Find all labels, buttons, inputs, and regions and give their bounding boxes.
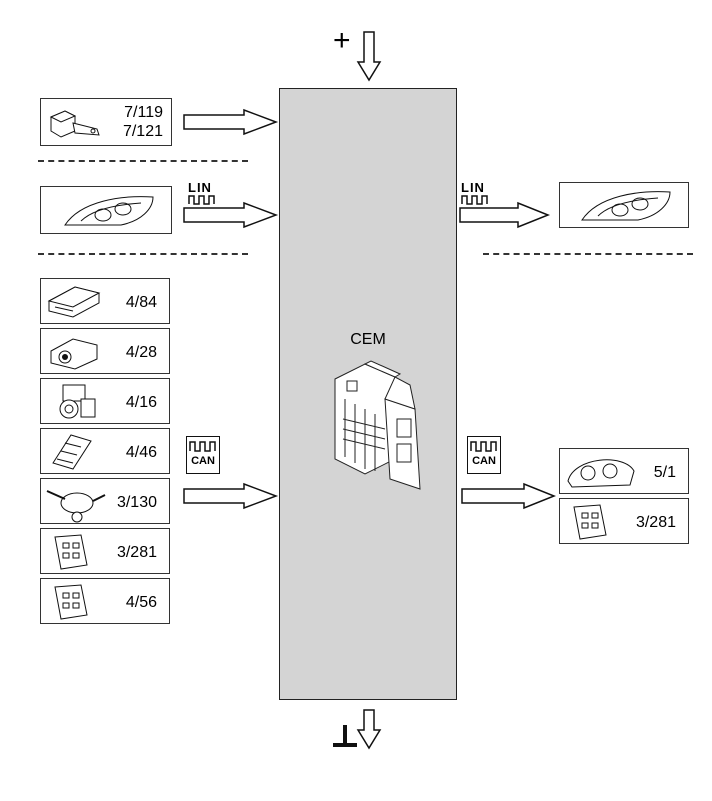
can-left-wave	[189, 441, 216, 452]
module-label: 3/130	[116, 493, 157, 511]
can-left-badge: CAN	[186, 436, 220, 474]
ground-out-arrow	[356, 709, 382, 750]
module-label: 4/16	[125, 393, 157, 411]
lin-left-wave	[188, 195, 215, 205]
module-box: 4/28	[40, 328, 170, 374]
can-right-label: CAN	[472, 455, 496, 467]
lin-right-wave	[461, 195, 488, 205]
module-label: 3/281	[635, 513, 676, 531]
cem-label: CEM	[350, 331, 386, 348]
headlamp-icon	[64, 196, 154, 226]
separator-right	[483, 253, 693, 255]
control-panel-icon	[54, 534, 88, 570]
module-label: 5/1	[653, 463, 676, 481]
module-box: 4/56	[40, 578, 170, 624]
headlamp-right-box	[559, 182, 689, 228]
module-box: 3/281	[559, 498, 689, 544]
lin-right-arrow	[459, 201, 551, 229]
sensor-input-arrow	[183, 108, 279, 136]
sensor-box: 7/119 7/121	[40, 98, 172, 146]
power-in-arrow	[356, 31, 382, 82]
lin-left-label: LIN	[188, 180, 212, 195]
power-plus-symbol: +	[333, 24, 351, 57]
lin-left-arrow	[183, 201, 279, 229]
module-label: 4/84	[125, 293, 157, 311]
cem-block: CEM	[279, 88, 457, 700]
cem-module-icon	[334, 360, 421, 490]
separator-left-1	[38, 160, 248, 162]
module-box: 3/281	[40, 528, 170, 574]
control-panel-icon	[573, 504, 607, 540]
sensor-label-2: 7/121	[122, 123, 163, 140]
module-box: 4/46	[40, 428, 170, 474]
steering-switch-icon	[46, 490, 106, 523]
module-label: 4/28	[125, 343, 157, 361]
can-right-badge: CAN	[467, 436, 501, 474]
module-box: 3/130	[40, 478, 170, 524]
module-label: 4/56	[125, 593, 157, 611]
headlamp-left-box	[40, 186, 172, 234]
camera-icon	[59, 384, 96, 419]
can-left-label: CAN	[191, 455, 215, 467]
module-label: 3/281	[116, 543, 157, 561]
separator-left-2	[38, 253, 248, 255]
can-right-arrow	[461, 482, 557, 510]
sensor-label-1: 7/119	[124, 104, 163, 121]
module-label: 4/46	[125, 443, 157, 461]
module-box: 5/1	[559, 448, 689, 494]
can-left-arrow	[183, 482, 279, 510]
control-module-icon	[47, 286, 101, 318]
can-right-wave	[470, 441, 497, 452]
camera-module-icon	[50, 338, 98, 370]
control-panel-icon	[54, 584, 88, 620]
circuit-board-icon	[52, 434, 92, 470]
ground-symbol	[333, 725, 357, 747]
headlamp-icon	[581, 191, 671, 221]
instrument-cluster-icon	[567, 459, 635, 488]
module-box: 4/16	[40, 378, 170, 424]
module-box: 4/84	[40, 278, 170, 324]
lin-right-label: LIN	[461, 180, 485, 195]
sensor-icon	[49, 110, 100, 138]
